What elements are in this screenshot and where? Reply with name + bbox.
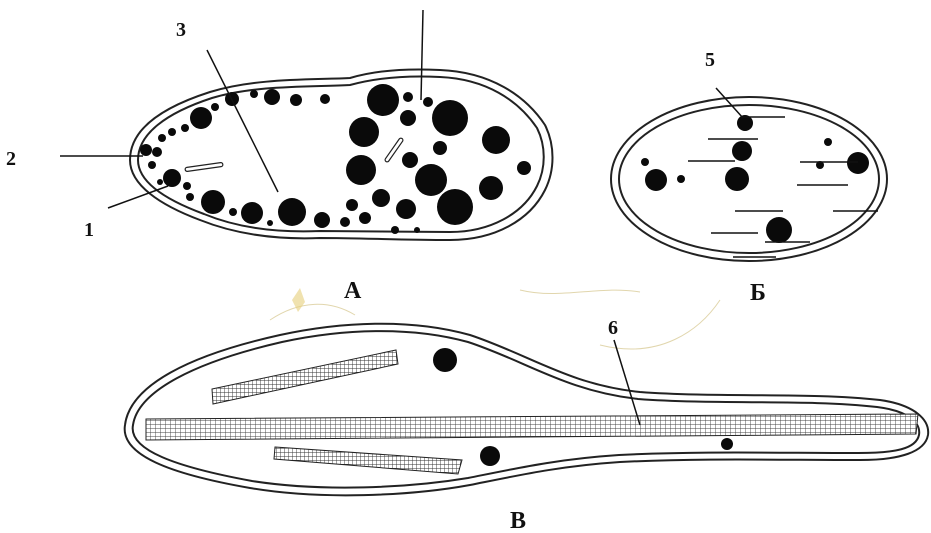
cell-a-inner-membrane bbox=[138, 76, 544, 232]
cell-a bbox=[60, 10, 553, 240]
cell-a-outer-membrane bbox=[130, 69, 553, 240]
label-3: 3 bbox=[176, 19, 186, 41]
panel-label-a: А bbox=[344, 278, 362, 304]
panel-label-b: Б bbox=[750, 280, 766, 306]
label-5: 5 bbox=[705, 49, 715, 71]
cell-c-inner-membrane bbox=[133, 331, 920, 487]
cell-b bbox=[611, 88, 887, 261]
label-2: 2 bbox=[6, 148, 16, 170]
paper-stains bbox=[270, 288, 720, 349]
fibril-bundle-upper bbox=[212, 350, 398, 404]
fibril-bundle-lower bbox=[274, 447, 462, 474]
panel-label-c: В bbox=[510, 508, 526, 533]
cell-c-granules bbox=[433, 348, 733, 466]
cell-b-granules bbox=[641, 115, 869, 243]
label-6: 6 bbox=[608, 317, 618, 339]
cell-c-leaders bbox=[614, 340, 640, 425]
cell-c-outer-membrane bbox=[125, 324, 929, 496]
label-1: 1 bbox=[84, 219, 94, 241]
cell-c bbox=[125, 324, 929, 496]
fibril-bundle-long bbox=[146, 414, 918, 440]
